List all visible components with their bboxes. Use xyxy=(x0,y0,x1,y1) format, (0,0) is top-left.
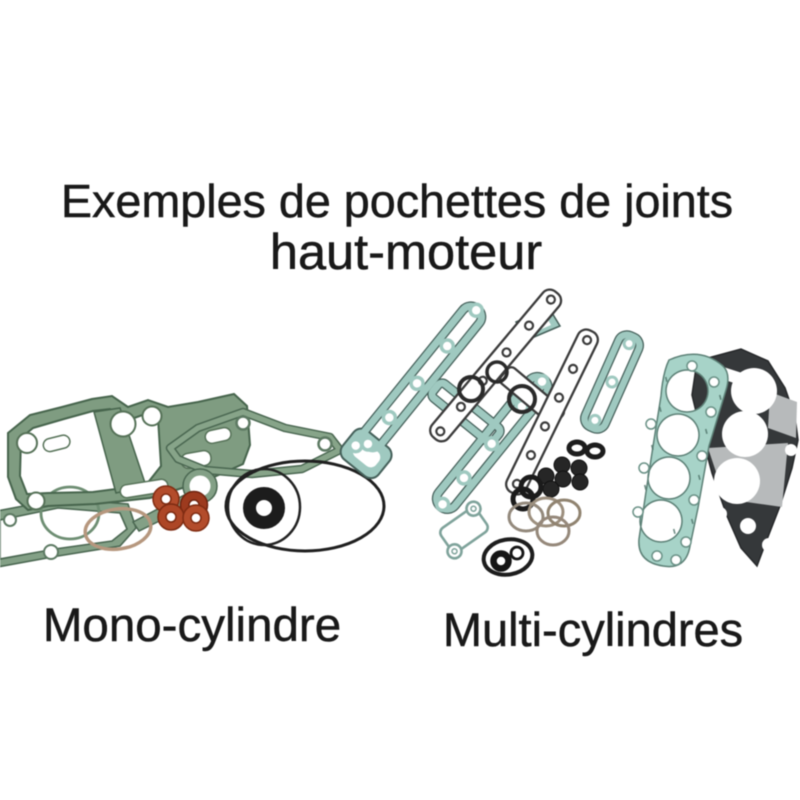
svg-text:Mono-cylindre: Mono-cylindre xyxy=(43,599,341,652)
svg-text:Multi-cylindres: Multi-cylindres xyxy=(443,603,743,656)
svg-text:Exemples de pochettes de joint: Exemples de pochettes de joints xyxy=(61,175,733,227)
svg-text:haut-moteur: haut-moteur xyxy=(270,223,542,280)
